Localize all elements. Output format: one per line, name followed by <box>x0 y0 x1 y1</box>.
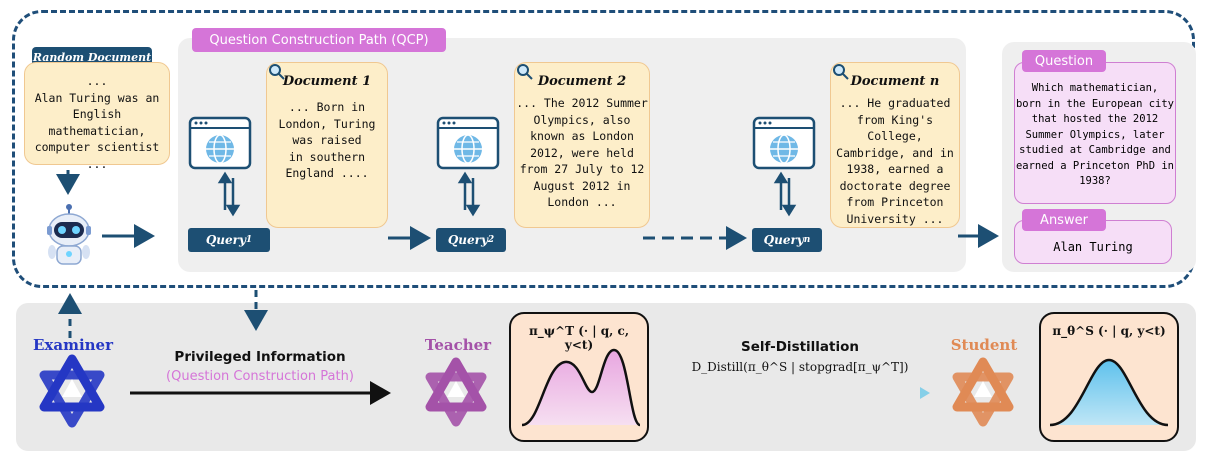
query-sub: n <box>803 235 811 245</box>
document-text-2: ... The 2012 Summer Olympics, also known… <box>516 96 648 209</box>
privileged-info-sub: (Question Construction Path) <box>166 369 354 384</box>
student-label: Student <box>950 336 1018 354</box>
document-text-1: ... Born in London, Turing was raised in… <box>278 100 376 180</box>
teacher-label: Teacher <box>424 336 492 354</box>
privileged-info-label: Privileged Information <box>174 349 346 365</box>
document-title-n: Document n <box>850 74 940 89</box>
document-title-1: Document 1 <box>282 74 372 89</box>
document-text-n: ... He graduated from King's College, Ca… <box>836 96 954 226</box>
examiner-label: Examiner <box>32 336 114 354</box>
query-sub: 2 <box>487 235 495 245</box>
question-card: Which mathematician, born in the Europea… <box>1014 62 1176 204</box>
student-formula: π_θ^S (· | q, y<t) <box>1052 324 1166 338</box>
self-distillation-label: Self-Distillation <box>740 339 860 355</box>
answer-label: Answer <box>1022 209 1106 231</box>
document-card-n: Document n ... He graduated from King's … <box>830 62 960 228</box>
query-base: Query <box>763 233 804 247</box>
question-label: Question <box>1022 50 1106 72</box>
query-base: Query <box>447 233 488 247</box>
document-title-2: Document 2 <box>537 74 627 89</box>
distill-formula: D_Distill(π_θ^S | stopgrad[π_ψ^T]) <box>691 360 909 374</box>
random-document-card: ... Alan Turing was an English mathemati… <box>24 62 170 171</box>
query-base: Query <box>205 233 246 247</box>
query-sub: 1 <box>245 235 253 245</box>
teacher-formula: π_ψ^T (· | q, c, y<t) <box>528 324 630 352</box>
qcp-label: Question Construction Path (QCP) <box>192 28 446 52</box>
document-card-1: Document 1 ... Born in London, Turing wa… <box>266 62 388 228</box>
document-card-2: Document 2 ... The 2012 Summer Olympics,… <box>514 62 650 228</box>
